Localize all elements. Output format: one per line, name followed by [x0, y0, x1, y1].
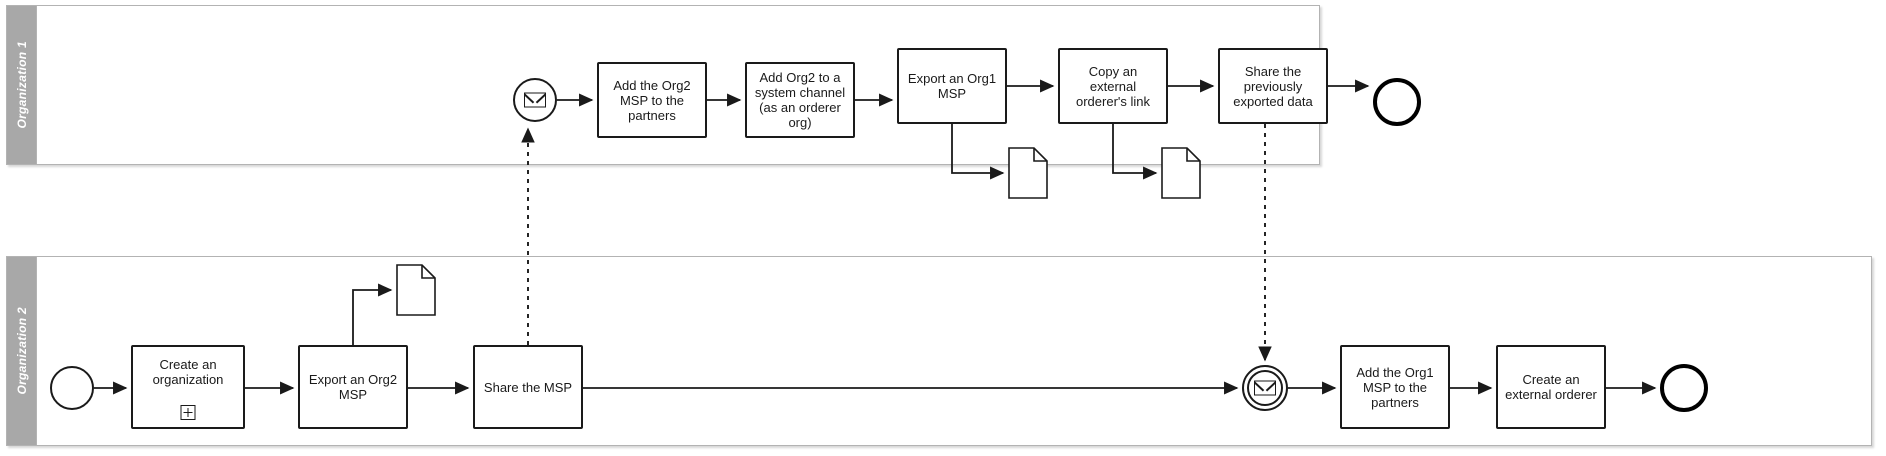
- envelope-icon: [524, 92, 546, 108]
- org2-task-add-org1-msp-to-partners[interactable]: Add the Org1 MSP to the partners: [1340, 345, 1450, 429]
- task-label: Add Org2 to a system channel (as an orde…: [754, 70, 846, 130]
- org1-task-add-org2-to-system-channel[interactable]: Add Org2 to a system channel (as an orde…: [745, 62, 855, 138]
- org1-message-start-event[interactable]: [513, 78, 557, 122]
- org1-task-share-previously-exported-data[interactable]: Share the previously exported data: [1218, 48, 1328, 124]
- org2-start-event[interactable]: [50, 366, 94, 410]
- org2-end-event[interactable]: [1660, 364, 1708, 412]
- task-label: Add the Org2 MSP to the partners: [613, 77, 691, 123]
- event-inner-ring: [1247, 370, 1283, 406]
- pool-label-organization-2: Organization 2: [14, 307, 29, 395]
- task-label: Add the Org1 MSP to the partners: [1356, 364, 1434, 410]
- task-label: Copy an external orderer's link: [1075, 63, 1150, 109]
- org1-task-export-an-org1-msp[interactable]: Export an Org1 MSP: [897, 48, 1007, 124]
- task-label: Export an Org2 MSP: [308, 372, 398, 402]
- task-label: Create an external orderer: [1505, 372, 1597, 402]
- org1-data-object-1[interactable]: [1008, 147, 1048, 199]
- org2-intermediate-message-catch-event[interactable]: [1242, 365, 1288, 411]
- org1-end-event[interactable]: [1373, 78, 1421, 126]
- task-label: Export an Org1 MSP: [907, 71, 997, 101]
- org2-data-object-1[interactable]: [396, 264, 436, 316]
- org1-task-add-org2-msp-to-partners[interactable]: Add the Org2 MSP to the partners: [597, 62, 707, 138]
- org1-task-copy-external-orderer-link[interactable]: Copy an external orderer's link: [1058, 48, 1168, 124]
- org2-task-export-an-org2-msp[interactable]: Export an Org2 MSP: [298, 345, 408, 429]
- pool-header-organization-1[interactable]: Organization 1: [7, 6, 37, 164]
- pool-label-organization-1: Organization 1: [14, 41, 29, 129]
- task-label: Share the MSP: [483, 379, 573, 395]
- envelope-icon: [1254, 380, 1276, 396]
- org2-task-create-an-organization[interactable]: Create an organization: [131, 345, 245, 429]
- sub-process-plus-icon: [180, 405, 196, 420]
- org2-task-share-the-msp[interactable]: Share the MSP: [473, 345, 583, 429]
- org2-task-create-an-external-orderer[interactable]: Create an external orderer: [1496, 345, 1606, 429]
- task-label: Share the previously exported data: [1233, 63, 1313, 109]
- org1-data-object-2[interactable]: [1161, 147, 1201, 199]
- pool-header-organization-2[interactable]: Organization 2: [7, 257, 37, 445]
- task-label: Create an organization: [152, 357, 224, 387]
